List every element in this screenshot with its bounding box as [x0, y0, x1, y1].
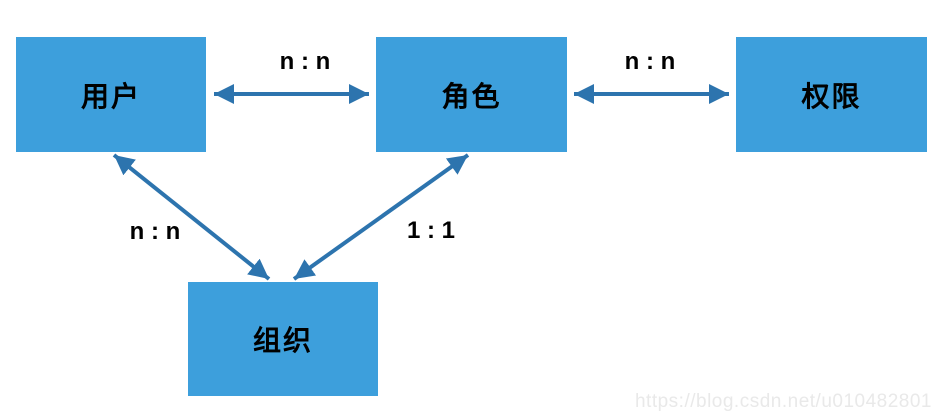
- edge-label-user-role: n : n: [279, 48, 331, 75]
- node-role-label: 角色: [441, 80, 502, 112]
- node-organization-label: 组织: [252, 325, 313, 356]
- edge-user-organization: [112, 153, 271, 281]
- edge-role-organization: [292, 153, 470, 281]
- node-user: 用户: [16, 37, 206, 152]
- edge-label-role-permission: n : n: [624, 48, 676, 75]
- edge-label-user-organization: n : n: [129, 218, 181, 245]
- node-permission-label: 权限: [801, 80, 862, 112]
- watermark: https://blog.csdn.net/u010482801: [634, 391, 932, 412]
- node-role: 角色: [376, 37, 567, 152]
- edge-label-role-organization: 1 : 1: [406, 217, 456, 244]
- node-permission: 权限: [736, 37, 927, 152]
- node-user-label: 用户: [80, 80, 141, 112]
- node-organization: 组织: [188, 282, 378, 396]
